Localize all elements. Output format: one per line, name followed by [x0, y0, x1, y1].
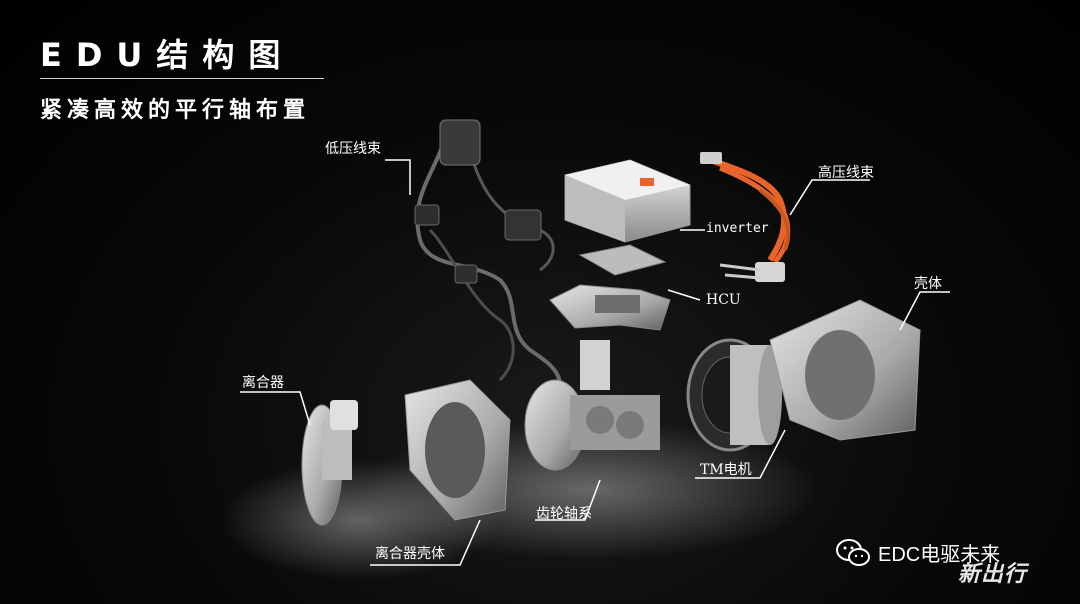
tm-motor-graphic	[686, 338, 782, 452]
label-tm-motor: TM电机	[700, 462, 752, 478]
label-low-voltage-harness: 低压线束	[325, 141, 381, 157]
slide-subtitle: 紧凑高效的平行轴布置	[40, 98, 311, 123]
leader-line-tm	[695, 429, 786, 479]
slide-title: EDU结构图	[40, 36, 295, 74]
watermark: EDC电驱未来	[836, 538, 1000, 567]
leader-line-gear	[535, 479, 601, 521]
label-hcu: HCU	[706, 292, 741, 308]
housing-graphic	[769, 299, 921, 441]
label-housing: 壳体	[914, 276, 942, 292]
wechat-icon	[836, 538, 870, 566]
leader-line-clutch-housing	[370, 519, 481, 566]
leader-line-housing	[899, 291, 950, 331]
leader-line-clutch	[240, 391, 311, 426]
watermark-logo: 新出行	[958, 562, 1028, 587]
inverter-graphic	[564, 159, 691, 243]
clutch-graphic	[301, 400, 358, 526]
label-clutch-housing: 离合器壳体	[375, 546, 445, 562]
high-voltage-harness-graphic	[700, 152, 791, 282]
leader-line-low-voltage	[385, 159, 411, 195]
clutch-housing-graphic	[404, 379, 511, 521]
label-high-voltage-harness: 高压线束	[818, 165, 874, 181]
watermark-account: EDC电驱未来	[878, 544, 1001, 566]
label-clutch: 离合器	[242, 375, 284, 391]
title-divider	[40, 78, 324, 79]
low-voltage-harness-graphic	[414, 119, 562, 386]
gear-shaft-graphic	[524, 340, 660, 471]
leader-line-hcu	[667, 289, 701, 301]
leader-line-hv	[789, 179, 870, 216]
label-inverter: inverter	[706, 221, 769, 236]
hcu-bracket-graphic	[549, 284, 671, 331]
hcu-plate-graphic	[578, 244, 667, 276]
label-gear-shaft-system: 齿轮轴系	[536, 506, 592, 522]
